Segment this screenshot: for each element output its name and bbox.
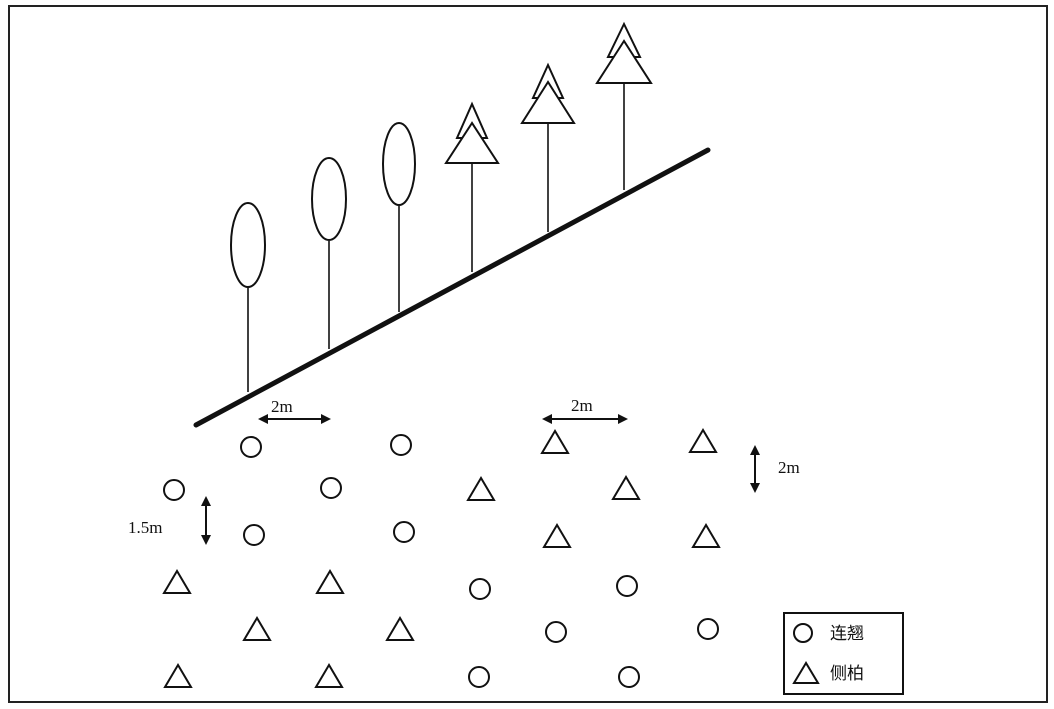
- vertical-spacing-arrow: [201, 496, 211, 545]
- spacing-label: 2m: [778, 458, 800, 477]
- spacing-label: 2m: [271, 397, 293, 416]
- circle-icon: [697, 618, 719, 640]
- horizontal-spacing-arrow: [258, 414, 331, 424]
- circle-icon: [618, 666, 640, 688]
- circle-icon: [240, 436, 262, 458]
- slope-tree-conifer: [444, 101, 500, 272]
- legend-circle-label: 连翘: [830, 624, 864, 644]
- legend: 连翘 侧柏: [783, 612, 904, 695]
- circle-icon: [616, 575, 638, 597]
- spacing-label: 1.5m: [128, 518, 162, 537]
- triangle-icon: [540, 429, 570, 454]
- slope-tree-conifer: [595, 21, 653, 190]
- circle-icon: [390, 434, 412, 456]
- slope-line: [193, 147, 711, 428]
- circle-icon: [468, 666, 490, 688]
- legend-triangle-label: 侧柏: [830, 664, 864, 684]
- slope-tree-oval: [230, 202, 266, 392]
- circle-icon: [469, 578, 491, 600]
- circle-icon: [320, 477, 342, 499]
- spacing-label: 2m: [571, 396, 593, 415]
- triangle-icon: [162, 569, 192, 594]
- triangle-icon: [385, 616, 415, 641]
- slope-tree-conifer: [520, 62, 576, 232]
- horizontal-spacing-arrow: [542, 414, 628, 424]
- legend-circle-icon: [793, 623, 813, 643]
- circle-icon: [545, 621, 567, 643]
- triangle-icon: [314, 663, 344, 688]
- triangle-icon: [163, 663, 193, 688]
- triangle-icon: [542, 523, 572, 548]
- triangle-icon: [688, 428, 718, 453]
- triangle-icon: [242, 616, 272, 641]
- legend-triangle-icon: [792, 661, 820, 684]
- circle-icon: [163, 479, 185, 501]
- triangle-icon: [466, 476, 496, 501]
- triangle-icon: [315, 569, 345, 594]
- triangle-icon: [691, 523, 721, 548]
- slope-tree-oval: [382, 122, 416, 312]
- circle-icon: [243, 524, 265, 546]
- triangle-icon: [611, 475, 641, 500]
- circle-icon: [393, 521, 415, 543]
- vertical-spacing-arrow: [750, 445, 760, 493]
- slope-tree-oval: [311, 157, 347, 349]
